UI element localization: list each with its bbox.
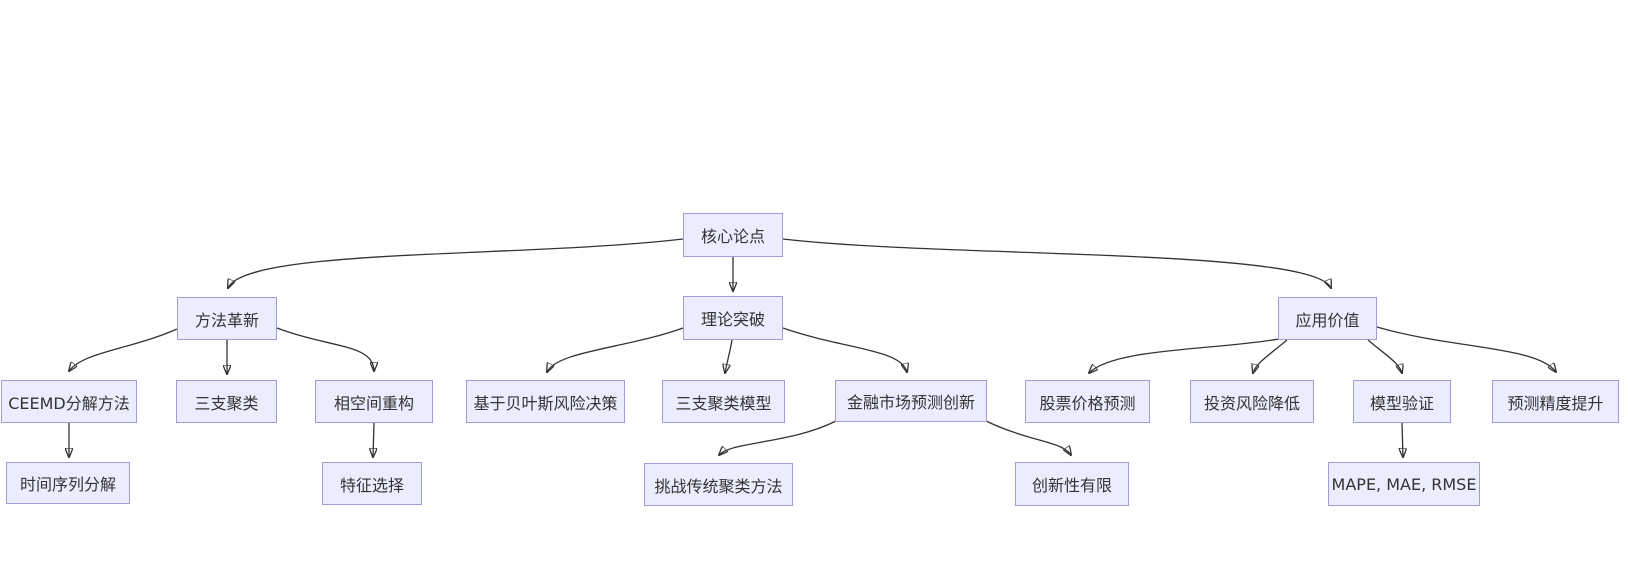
edge-application-value-to-forecast-accuracy-improvement [1376,326,1556,372]
edge-theory-breakthrough-to-bayesian-risk-decision [547,327,684,372]
node-challenge-traditional-clustering: 挑战传统聚类方法 [644,463,793,506]
edge-method-innovation-to-phase-space-reconstruction [276,327,374,371]
node-bayesian-risk-decision: 基于贝叶斯风险决策 [466,380,625,423]
node-investment-risk-reduction: 投资风险降低 [1190,380,1314,423]
edge-model-validation-to-evaluation-metrics [1402,422,1403,457]
node-feature-selection: 特征选择 [322,462,422,505]
node-three-way-clustering-model: 三支聚类模型 [662,380,785,423]
node-stock-price-forecast: 股票价格预测 [1025,380,1150,423]
node-limited-novelty: 创新性有限 [1015,462,1129,506]
edge-theory-breakthrough-to-three-way-clustering-model [725,339,733,373]
node-evaluation-metrics: MAPE, MAE, RMSE [1328,462,1480,506]
edge-theory-breakthrough-to-financial-market-forecast-innovation [782,327,907,372]
node-phase-space-reconstruction: 相空间重构 [315,380,433,423]
edge-financial-market-forecast-innovation-to-limited-novelty [985,420,1071,455]
node-model-validation: 模型验证 [1353,380,1451,423]
node-financial-market-forecast-innovation: 金融市场预测创新 [835,380,987,422]
edge-application-value-to-model-validation [1367,339,1402,373]
edge-core-thesis-to-application-value [782,238,1331,288]
node-theory-breakthrough: 理论突破 [683,296,783,340]
node-core-thesis: 核心论点 [683,213,783,257]
edge-method-innovation-to-ceemd-decomposition [69,328,178,371]
node-three-way-clustering: 三支聚类 [176,380,277,423]
edge-application-value-to-stock-price-forecast [1089,338,1280,373]
node-time-series-decomposition: 时间序列分解 [6,462,130,504]
edge-financial-market-forecast-innovation-to-challenge-traditional-clustering [719,420,837,455]
node-method-innovation: 方法革新 [177,297,277,340]
node-application-value: 应用价值 [1278,297,1377,340]
edge-phase-space-reconstruction-to-feature-selection [373,422,374,457]
node-forecast-accuracy-improvement: 预测精度提升 [1492,380,1619,423]
edge-core-thesis-to-method-innovation [228,238,684,288]
node-ceemd-decomposition: CEEMD分解方法 [1,380,137,423]
edge-application-value-to-investment-risk-reduction [1253,339,1288,373]
